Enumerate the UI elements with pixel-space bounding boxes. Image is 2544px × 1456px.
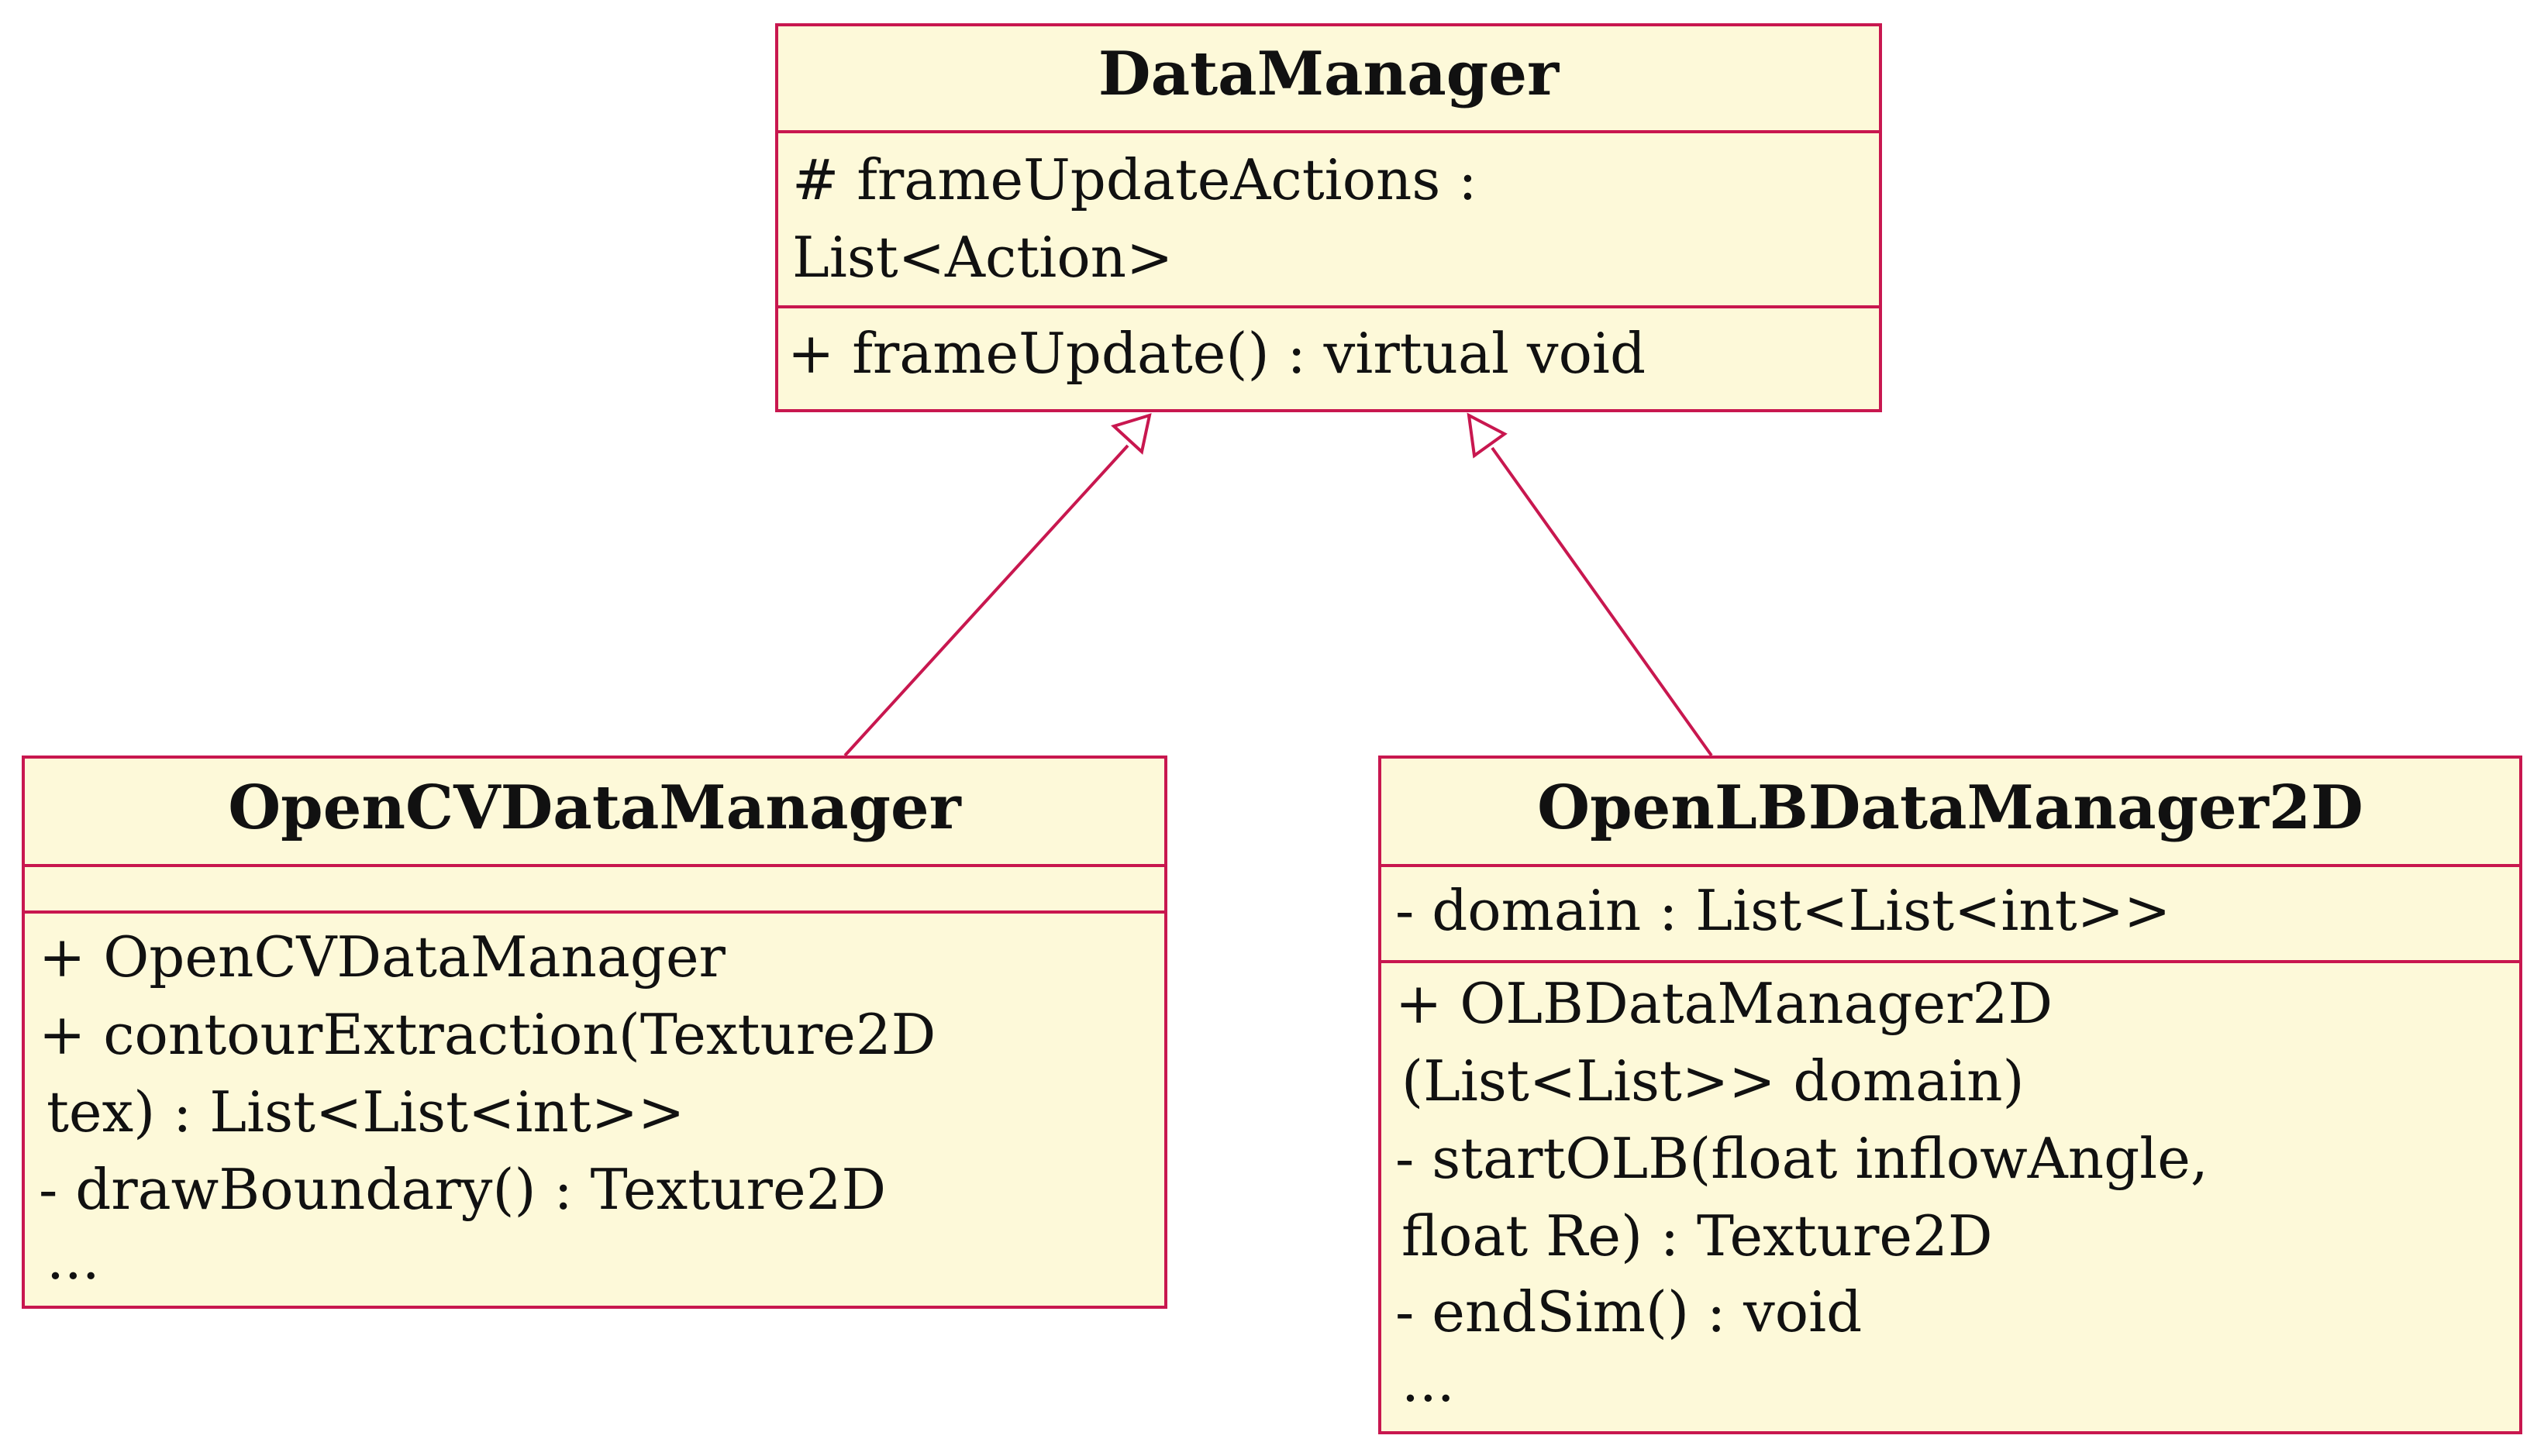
class-box-datamanager[interactable]: DataManager # frameUpdateActions : List<… [775,23,1882,412]
edge-line [843,444,1129,757]
operation-line: ... [1401,1349,1455,1414]
hollow-triangle-arrowhead-icon [1111,413,1152,455]
operation-compartment: + OLBDataManager2D (List<List>> domain) … [1381,960,2519,1431]
generalization-openlb-to-datamanager [1467,412,1713,757]
attribute-line: List<Action> [792,225,1174,290]
class-box-openlbdatamanager2d[interactable]: OpenLBDataManager2D - domain : List<List… [1378,756,2522,1434]
generalization-opencv-to-datamanager [843,413,1152,757]
operation-line: + contourExtraction(Texture2D [39,1002,936,1067]
operation-line: + frameUpdate() : virtual void [788,321,1646,386]
edge-line [1491,446,1713,757]
operation-line: - drawBoundary() : Texture2D [39,1157,887,1222]
attribute-line: - domain : List<List<int>> [1395,878,2171,943]
operation-line: + OLBDataManager2D [1395,971,2053,1036]
attribute-line: # frameUpdateActions : [792,147,1477,212]
operation-line: - endSim() : void [1395,1279,1863,1344]
attribute-compartment: - domain : List<List<int>> [1381,864,2519,960]
operation-compartment: + OpenCVDataManager + contourExtraction(… [25,910,1164,1306]
operation-line: ... [47,1227,100,1292]
operation-line: float Re) : Texture2D [1401,1203,1993,1268]
class-box-opencvdatamanager[interactable]: OpenCVDataManager + OpenCVDataManager + … [22,756,1167,1309]
operation-line: + OpenCVDataManager [39,924,726,990]
attribute-compartment [25,864,1164,910]
operation-line: - startOLB(float inflowAngle, [1395,1126,2208,1191]
name-compartment: OpenLBDataManager2D [1381,759,2519,864]
class-name: DataManager [1098,39,1560,109]
operation-line: (List<List>> domain) [1401,1048,2025,1114]
name-compartment: DataManager [778,26,1879,130]
name-compartment: OpenCVDataManager [25,759,1164,864]
operation-line: tex) : List<List<int>> [47,1079,685,1144]
class-name: OpenCVDataManager [228,773,961,843]
operation-compartment: + frameUpdate() : virtual void [778,305,1879,409]
class-name: OpenLBDataManager2D [1537,773,2363,843]
attribute-compartment: # frameUpdateActions : List<Action> [778,130,1879,305]
hollow-triangle-arrowhead-icon [1467,412,1508,459]
